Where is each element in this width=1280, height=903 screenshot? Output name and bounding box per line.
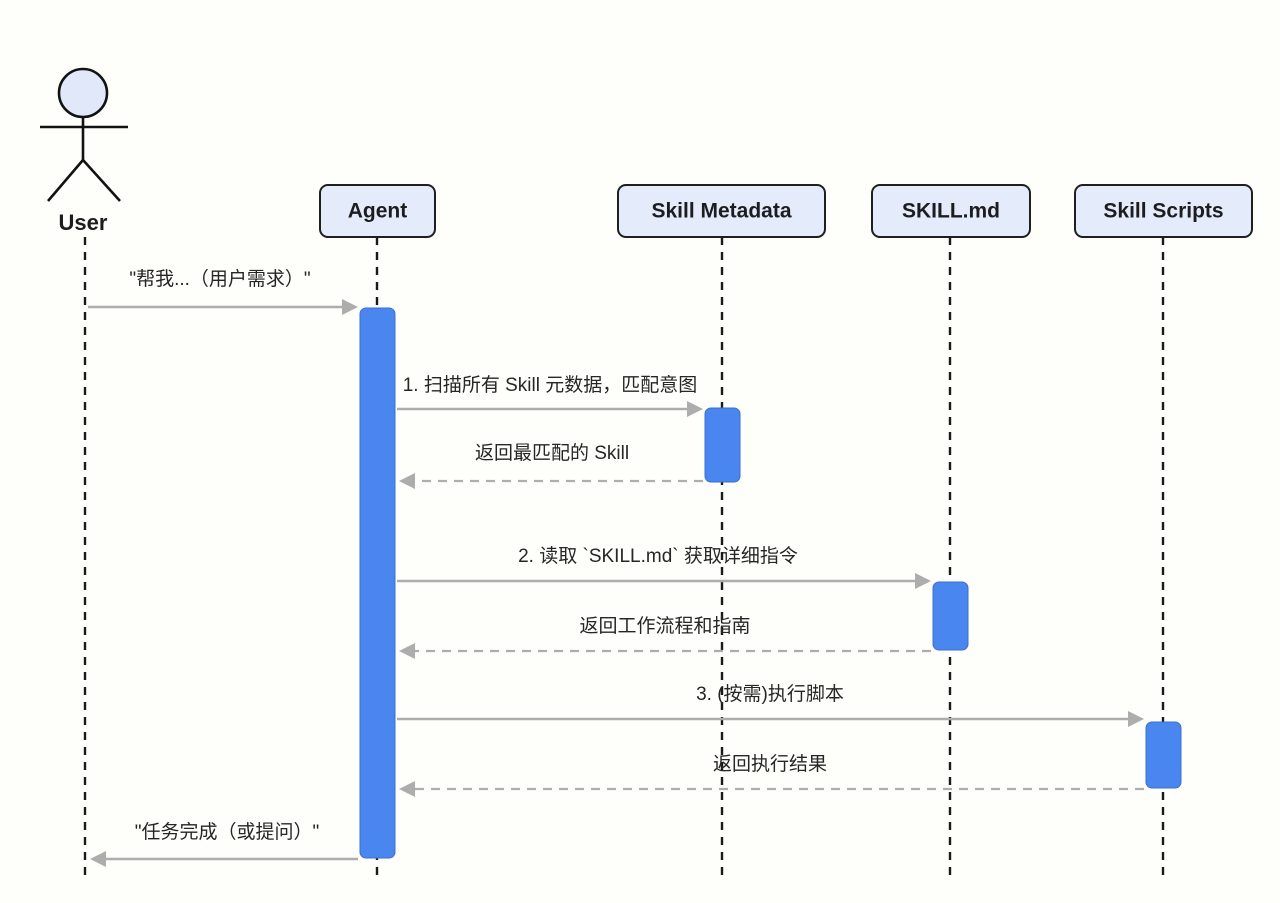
msg-user-request-label: "帮我...（用户需求）" bbox=[129, 268, 310, 290]
skill-md-activation bbox=[932, 581, 969, 651]
msg-return-best-skill-arrowhead bbox=[399, 473, 415, 489]
msg-return-workflow-label: 返回工作流程和指南 bbox=[579, 615, 750, 637]
actor-label-user: User bbox=[59, 210, 108, 235]
activations-group bbox=[359, 307, 1182, 859]
msg-return-best-skill-label: 返回最匹配的 Skill bbox=[475, 442, 629, 464]
msg-return-exec-result-label: 返回执行结果 bbox=[713, 753, 827, 775]
agent-activation bbox=[359, 307, 396, 859]
message-labels-group: "帮我...（用户需求）" 1. 扫描所有 Skill 元数据，匹配意图返回最匹配… bbox=[129, 268, 844, 843]
messages-group bbox=[88, 299, 1144, 867]
msg-scan-metadata-label: 1. 扫描所有 Skill 元数据，匹配意图 bbox=[403, 374, 698, 396]
participants-group: Agent Skill Metadata SKILL.md Skill Scripts bbox=[319, 184, 1253, 238]
participant-box-skill-md[interactable] bbox=[871, 184, 1031, 238]
participant-box-agent[interactable] bbox=[319, 184, 436, 238]
actor-right-leg-line bbox=[82, 159, 121, 202]
participant-box-skill-metadata[interactable] bbox=[617, 184, 826, 238]
participant-label-skill-scripts: Skill Scripts bbox=[1103, 200, 1223, 223]
skill-scripts-activation bbox=[1145, 721, 1182, 789]
msg-run-scripts-arrowhead bbox=[1128, 711, 1144, 727]
msg-read-skill-md-arrowhead bbox=[915, 573, 931, 589]
msg-task-complete-arrowhead bbox=[90, 851, 106, 867]
participant-skill-metadata[interactable]: Skill Metadata bbox=[617, 184, 826, 238]
msg-user-request-arrowhead bbox=[342, 299, 358, 315]
participant-skill-scripts[interactable]: Skill Scripts bbox=[1074, 184, 1253, 238]
participant-label-skill-md: SKILL.md bbox=[902, 200, 1000, 223]
participant-agent[interactable]: Agent bbox=[319, 184, 436, 238]
msg-run-scripts-label: 3. (按需)执行脚本 bbox=[696, 683, 844, 705]
actor-user-figure[interactable]: User bbox=[40, 67, 128, 235]
msg-task-complete-label: "任务完成（或提问）" bbox=[135, 821, 320, 843]
participant-skill-md[interactable]: SKILL.md bbox=[871, 184, 1031, 238]
actor-left-leg-line bbox=[47, 159, 84, 202]
msg-return-workflow-arrowhead bbox=[399, 643, 415, 659]
participant-box-skill-scripts[interactable] bbox=[1074, 184, 1253, 238]
msg-scan-metadata-arrowhead bbox=[687, 401, 703, 417]
participant-label-agent: Agent bbox=[348, 200, 408, 223]
actor-head-icon bbox=[57, 67, 109, 119]
participant-label-skill-metadata: Skill Metadata bbox=[651, 200, 791, 223]
msg-read-skill-md-label: 2. 读取 `SKILL.md` 获取详细指令 bbox=[518, 545, 798, 567]
skill-metadata-activation bbox=[704, 407, 741, 483]
msg-return-exec-result-arrowhead bbox=[399, 781, 415, 797]
